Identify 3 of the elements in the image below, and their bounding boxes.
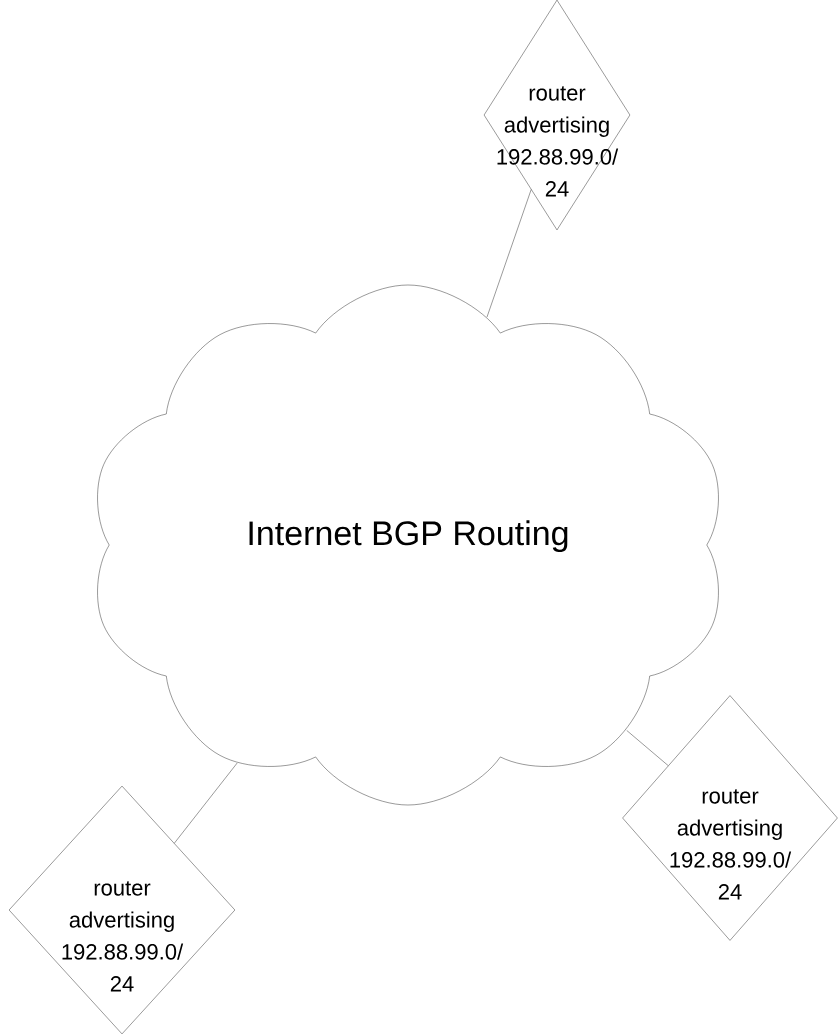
connector-line: [174, 762, 238, 844]
connector-line: [626, 730, 669, 766]
connector-line: [486, 189, 532, 318]
